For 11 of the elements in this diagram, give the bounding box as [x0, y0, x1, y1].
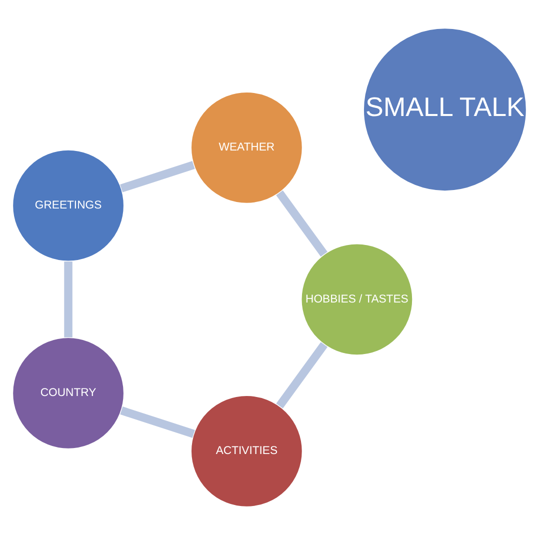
node-circle: ACTIVITIES [190, 394, 303, 508]
node-circle: GREETINGS [12, 149, 124, 262]
connector [64, 262, 72, 338]
connector [276, 342, 328, 408]
connector [120, 161, 195, 192]
connector [120, 406, 195, 438]
node-circle: SMALL TALK [362, 28, 527, 192]
node-circle: WEATHER [190, 91, 303, 204]
connector [276, 190, 328, 257]
node-circle: HOBBIES / TASTES [300, 243, 414, 356]
node-circle: COUNTRY [12, 336, 124, 450]
